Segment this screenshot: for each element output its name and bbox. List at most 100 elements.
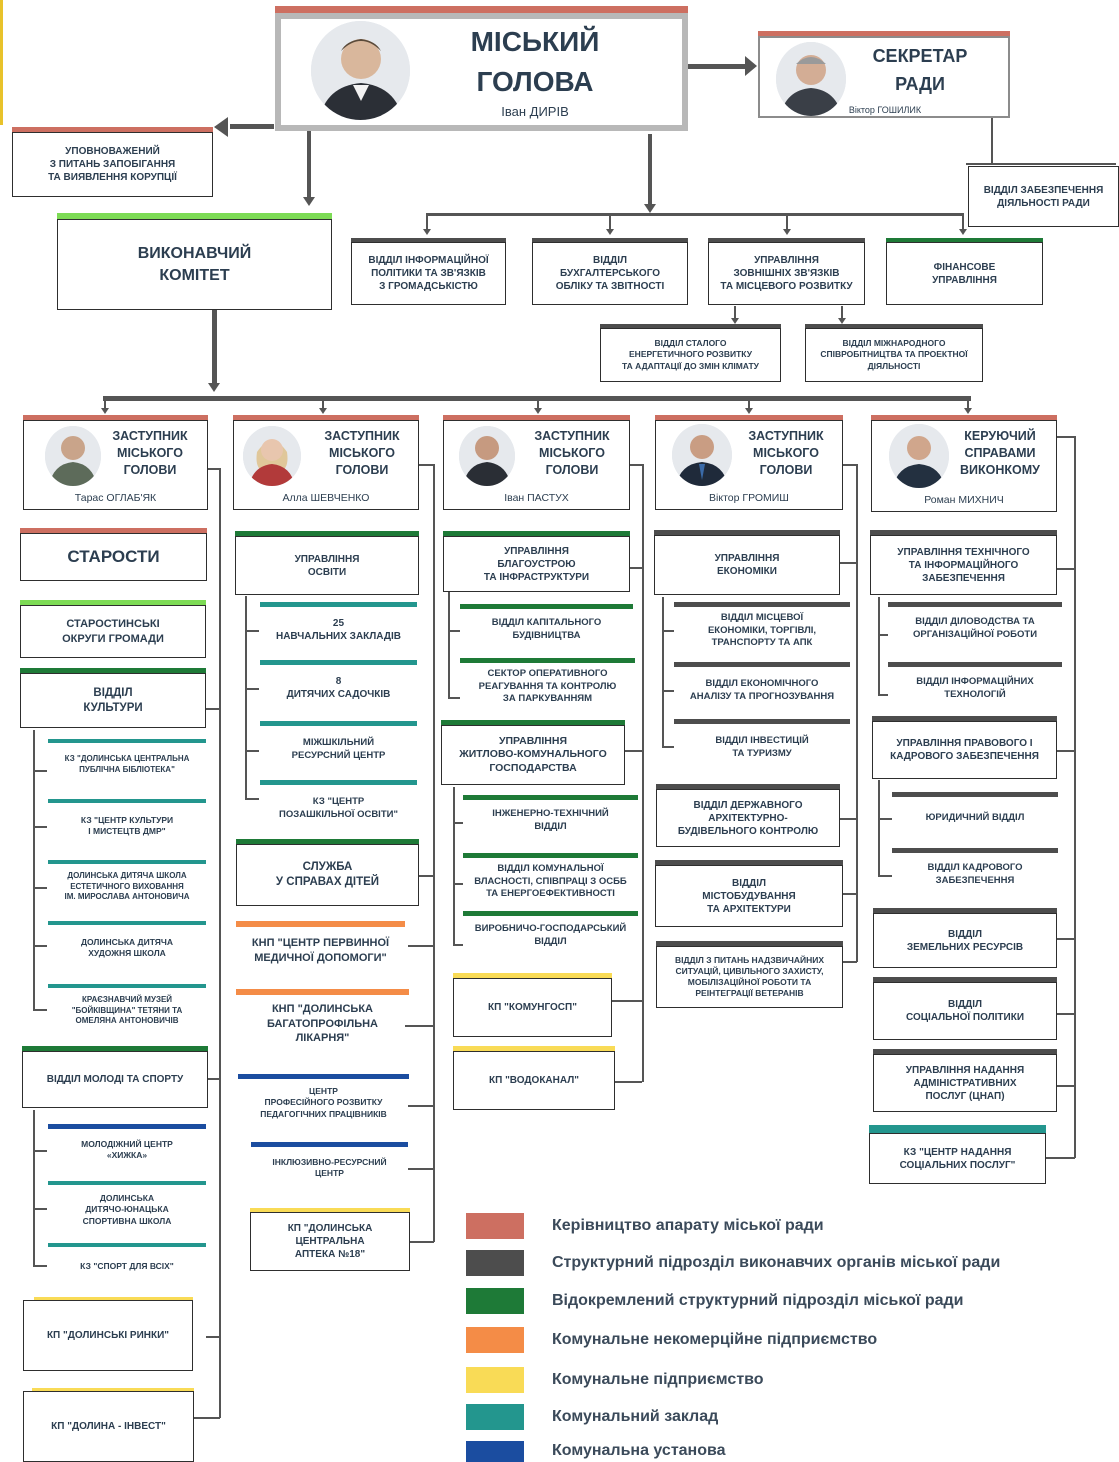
housing-sub-3[interactable]: ВИРОБНИЧО-ГОСПОДАРСЬКИЙ ВІДДІЛ <box>474 923 627 947</box>
tech-box[interactable]: УПРАВЛІННЯ ТЕХНІЧНОГО ТА ІНФОРМАЦІЙНОГО … <box>870 535 1057 595</box>
markets-box[interactable]: КП "ДОЛИНСЬКІ РИНКИ" <box>23 1300 193 1371</box>
mayor-accent-bar <box>275 6 688 13</box>
youth-box[interactable]: ВІДДІЛ МОЛОДІ ТА СПОРТУ <box>22 1051 208 1108</box>
mayor-name: Іван ДИРІВ <box>501 104 569 119</box>
sub-international-box[interactable]: ВІДДІЛ МІЖНАРОДНОГО СПІВРОБІТНИЦТВА ТА П… <box>805 328 983 382</box>
sub-international-accent-bar <box>805 324 983 329</box>
housing-sub-2[interactable]: ВІДДІЛ КОМУНАЛЬНОЇ ВЛАСНОСТІ, СПІВПРАЦІ … <box>474 862 627 900</box>
culture-box[interactable]: ВІДДІЛ КУЛЬТУРИ <box>20 673 206 728</box>
deputy-4-name: Віктор ГРОМИШ <box>709 492 789 504</box>
dept-accounting-box[interactable]: ВІДДІЛ БУХГАЛТЕРСЬКОГО ОБЛІКУ ТА ЗВІТНОС… <box>532 242 688 305</box>
housing-sub-1[interactable]: ІНЖЕНЕРНО-ТЕХНІЧНИЙ ВІДДІЛ <box>492 808 609 832</box>
legend-label: Керівництво апарату міської ради <box>552 1217 824 1234</box>
youth-sub-1[interactable]: МОЛОДІЖНИЙ ЦЕНТР «ХИЖКА» <box>81 1138 173 1160</box>
education-box[interactable]: УПРАВЛІННЯ ОСВІТИ <box>235 536 419 595</box>
economy-sub-3[interactable]: ВІДДІЛ ІНВЕСТИЦІЙ ТА ТУРИЗМУ <box>715 735 809 759</box>
land-accent-bar <box>873 908 1057 913</box>
social-services-box[interactable]: КЗ "ЦЕНТР НАДАННЯ СОЦІАЛЬНИХ ПОСЛУГ" <box>869 1133 1046 1184</box>
housing-sub-2-bar <box>463 853 638 858</box>
inclusive[interactable]: ІНКЛЮЗИВНО-РЕСУРСНИЙ ЦЕНТР <box>272 1156 387 1178</box>
deputy-4-accent-bar <box>655 415 843 420</box>
arch-control-box[interactable]: ВІДДІЛ ДЕРЖАВНОГО АРХІТЕКТУРНО- БУДІВЕЛЬ… <box>656 789 840 847</box>
dept-external-accent-bar <box>708 238 865 243</box>
secretary-accent-bar <box>758 31 1010 36</box>
tech-sub-1[interactable]: ВІДДІЛ ДІЛОВОДСТВА ТА ОРГАНІЗАЦІЙНОЇ РОБ… <box>912 616 1038 640</box>
culture-sub-1-bar <box>48 739 206 743</box>
deputy-5-name: Роман МИХНИЧ <box>924 494 1004 506</box>
education-sub-2[interactable]: 8 ДИТЯЧИХ САДОЧКІВ <box>286 675 391 701</box>
economy-box[interactable]: УПРАВЛІННЯ ЕКОНОМІКИ <box>654 535 840 595</box>
center-prof[interactable]: ЦЕНТР ПРОФЕСІЙНОГО РОЗВИТКУ ПЕДАГОГІЧНИХ… <box>260 1085 387 1119</box>
deputy-4-photo <box>672 424 732 486</box>
cnap-box[interactable]: УПРАВЛІННЯ НАДАННЯ АДМІНІСТРАТИВНИХ ПОСЛ… <box>873 1054 1057 1112</box>
starosty-box[interactable]: СТАРОСТИ <box>20 533 207 581</box>
land-box[interactable]: ВІДДІЛ ЗЕМЕЛЬНИХ РЕСУРСІВ <box>873 913 1057 968</box>
emergency-accent-bar <box>656 941 843 946</box>
housing-accent-bar <box>441 720 625 725</box>
legend-swatch <box>466 1404 524 1430</box>
legal-sub-2[interactable]: ВІДДІЛ КАДРОВОГО ЗАБЕЗПЕЧЕННЯ <box>927 862 1023 886</box>
urban-box[interactable]: ВІДДІЛ МІСТОБУДУВАННЯ ТА АРХІТЕКТУРИ <box>655 865 843 927</box>
housing-sub-1-bar <box>463 795 638 800</box>
sub-energy-accent-bar <box>600 324 781 329</box>
deputy-2-photo <box>243 426 301 486</box>
improvement-box[interactable]: УПРАВЛІННЯ БЛАГОУСТРОЮ ТА ІНФРАСТРУКТУРИ <box>443 536 630 592</box>
okruhy-box[interactable]: СТАРОСТИНСЬКІ ОКРУГИ ГРОМАДИ <box>20 605 206 658</box>
improvement-sub-1-bar <box>460 604 633 609</box>
culture-sub-3[interactable]: ДОЛИНСЬКА ДИТЯЧА ШКОЛА ЕСТЕТИЧНОГО ВИХОВ… <box>64 870 190 902</box>
emergency-box[interactable]: ВІДДІЛ З ПИТАНЬ НАДЗВИЧАЙНИХ СИТУАЦІЙ, Ц… <box>656 946 843 1008</box>
tech-sub-1-bar <box>888 602 1062 607</box>
education-sub-1[interactable]: 25 НАВЧАЛЬНИХ ЗАКЛАДІВ <box>275 617 402 643</box>
legal-box[interactable]: УПРАВЛІННЯ ПРАВОВОГО І КАДРОВОГО ЗАБЕЗПЕ… <box>872 721 1057 779</box>
social-box[interactable]: ВІДДІЛ СОЦІАЛЬНОЇ ПОЛІТИКИ <box>873 982 1057 1040</box>
culture-sub-4[interactable]: ДОЛИНСЬКА ДИТЯЧА ХУДОЖНЯ ШКОЛА <box>80 936 174 958</box>
economy-sub-1[interactable]: ВІДДІЛ МІСЦЕВОЇ ЕКОНОМІКИ, ТОРГІВЛІ, ТРА… <box>707 611 817 649</box>
youth-sub-2[interactable]: ДОЛИНСЬКА ДИТЯЧО-ЮНАЦЬКА СПОРТИВНА ШКОЛА <box>82 1192 172 1226</box>
economy-sub-2[interactable]: ВІДДІЛ ЕКОНОМІЧНОГО АНАЛІЗУ ТА ПРОГНОЗУВ… <box>689 678 835 702</box>
deputy-3-name: Іван ПАСТУХ <box>504 492 569 504</box>
housing-box[interactable]: УПРАВЛІННЯ ЖИТЛОВО-КОМУНАЛЬНОГО ГОСПОДАР… <box>441 725 625 785</box>
education-sub-3-bar <box>260 721 417 726</box>
secretary-name: Віктор ГОШИЛИК <box>848 105 922 115</box>
dept-info-policy-box[interactable]: ВІДДІЛ ІНФОРМАЦІЙНОЇ ПОЛІТИКИ ТА ЗВ'ЯЗКІ… <box>351 242 506 305</box>
tech-sub-2[interactable]: ВІДДІЛ ІНФОРМАЦІЙНИХ ТЕХНОЛОГІЙ <box>916 676 1034 700</box>
deputy-4-title: ЗАСТУПНИК МІСЬКОГО ГОЛОВИ <box>748 429 824 477</box>
education-sub-2-bar <box>260 660 417 665</box>
culture-sub-5[interactable]: КРАЄЗНАВЧИЙ МУЗЕЙ "БОЙКІВЩИНА" ТЕТЯНИ ТА… <box>71 994 183 1026</box>
deputy-1-name: Тарас ОГЛАБ'ЯК <box>74 492 157 504</box>
komunhosp-box[interactable]: КП "КОМУНГОСП" <box>453 978 612 1037</box>
knp2[interactable]: КНП "ДОЛИНСЬКА БАГАТОПРОФІЛЬНА ЛІКАРНЯ" <box>267 1002 378 1045</box>
improvement-sub-2[interactable]: СЕКТОР ОПЕРАТИВНОГО РЕАГУВАННЯ ТА КОНТРО… <box>478 667 617 705</box>
improvement-sub-2-bar <box>460 658 635 663</box>
youth-sub-3[interactable]: КЗ "СПОРТ ДЛЯ ВСІХ" <box>80 1261 174 1272</box>
education-sub-4[interactable]: КЗ "ЦЕНТР ПОЗАШКІЛЬНОЇ ОСВІТИ" <box>279 796 398 820</box>
legend-item-structural: Структурний підрозділ виконавчих органів… <box>466 1250 1000 1276</box>
pharmacy-box[interactable]: КП "ДОЛИНСЬКА ЦЕНТРАЛЬНА АПТЕКА №18" <box>250 1212 410 1271</box>
culture-sub-2[interactable]: КЗ "ЦЕНТР КУЛЬТУРИ І МИСТЕЦТВ ДМР" <box>80 814 174 836</box>
center-prof-accent-bar <box>238 1074 409 1079</box>
legal-accent-bar <box>872 716 1057 721</box>
dept-external-box[interactable]: УПРАВЛІННЯ ЗОВНІШНІХ ЗВ'ЯЗКІВ ТА МІСЦЕВО… <box>708 242 865 305</box>
children-box[interactable]: СЛУЖБА У СПРАВАХ ДІТЕЙ <box>236 844 419 906</box>
legend-swatch <box>466 1327 524 1353</box>
executive-committee-box[interactable]: ВИКОНАВЧИЙ КОМІТЕТ <box>57 219 332 310</box>
youth-sub-3-bar <box>48 1243 206 1247</box>
anticorruption-box[interactable]: УПОВНОВАЖЕНИЙ З ПИТАНЬ ЗАПОБІГАННЯ ТА ВИ… <box>12 132 213 197</box>
legend-label: Відокремлений структурний підрозділ місь… <box>552 1292 964 1309</box>
youth-sub-2-bar <box>48 1181 206 1185</box>
deputy-1-title: ЗАСТУПНИК МІСЬКОГО ГОЛОВИ <box>112 429 188 477</box>
invest-box[interactable]: КП "ДОЛИНА - ІНВЕСТ" <box>23 1391 194 1462</box>
dept-finance-box[interactable]: ФІНАНСОВЕ УПРАВЛІННЯ <box>886 242 1043 305</box>
vodokanal-accent-bar <box>453 1046 615 1051</box>
secretary-dept-box[interactable]: ВІДДІЛ ЗАБЕЗПЕЧЕННЯ ДІЯЛЬНОСТІ РАДИ <box>968 166 1119 227</box>
improvement-accent-bar <box>443 531 630 536</box>
culture-sub-1[interactable]: КЗ "ДОЛИНСЬКА ЦЕНТРАЛЬНА ПУБЛІЧНА БІБЛІО… <box>64 754 190 774</box>
vodokanal-box[interactable]: КП "ВОДОКАНАЛ" <box>453 1051 615 1110</box>
sub-energy-box[interactable]: ВІДДІЛ СТАЛОГО ЕНЕРГЕТИЧНОГО РОЗВИТКУ ТА… <box>600 328 781 382</box>
improvement-sub-1[interactable]: ВІДДІЛ КАПІТАЛЬНОГО БУДІВНИЦТВА <box>491 617 602 641</box>
legal-sub-1[interactable]: ЮРИДИЧНИЙ ВІДДІЛ <box>925 811 1025 823</box>
education-sub-3[interactable]: МІЖШКІЛЬНИЙ РЕСУРСНИЙ ЦЕНТР <box>291 737 386 761</box>
inclusive-accent-bar <box>251 1142 408 1147</box>
dept-info-accent-bar <box>351 238 506 243</box>
knp1[interactable]: КНП "ЦЕНТР ПЕРВИННОЇ МЕДИЧНОЇ ДОПОМОГИ" <box>251 937 390 964</box>
